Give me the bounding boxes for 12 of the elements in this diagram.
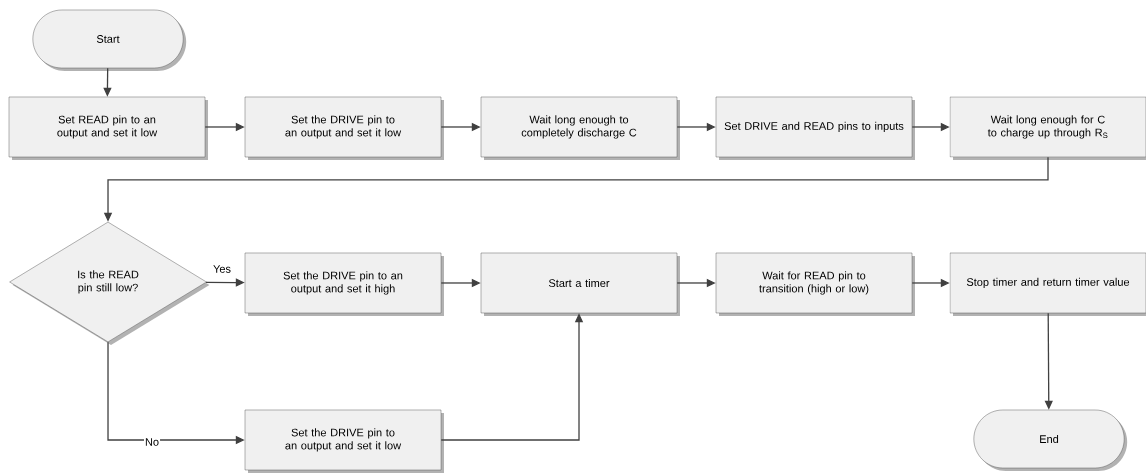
process-box: Set DRIVE and READ pins to inputs: [715, 96, 915, 160]
process-box: Set READ pin to an output and set it low: [8, 96, 208, 160]
process-box: Wait long enough to completely discharge C: [480, 96, 680, 160]
edge-label: Yes: [212, 264, 232, 274]
process-box: Set the DRIVE pin to an output and set it low: [244, 409, 444, 473]
process-box: Wait long enough for C to charge up through R$_{S}$: [949, 96, 1146, 160]
process-box: Wait for READ pin to transition (high or low): [715, 252, 915, 316]
process-box: Stop timer and return timer value: [949, 252, 1146, 316]
process-box: Start a timer: [480, 252, 680, 316]
process-box: Set the DRIVE pin to an output and set it low: [244, 96, 444, 160]
process-box: Set the DRIVE pin to an output and set it high: [244, 252, 444, 316]
edge-label: No: [144, 437, 161, 447]
